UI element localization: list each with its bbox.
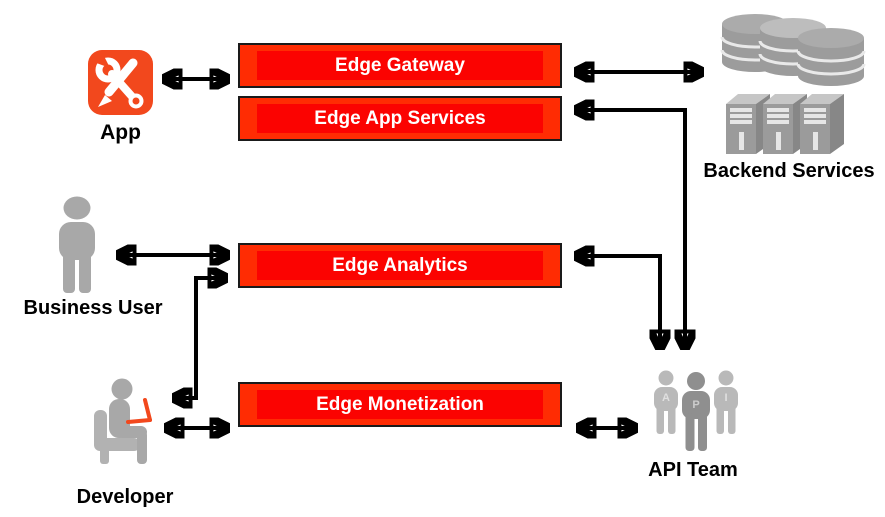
box-edge-monetization-label: Edge Monetization xyxy=(316,393,484,415)
person-figure xyxy=(714,370,738,434)
app-tools-icon xyxy=(88,50,153,115)
app-node xyxy=(88,50,153,115)
connector-developer-analytics xyxy=(174,278,226,398)
box-edge-gateway: Edge Gateway xyxy=(238,43,562,88)
api-letter-a: A xyxy=(662,392,670,404)
api-team-icon: A P I xyxy=(654,370,738,451)
box-edge-app-services: Edge App Services xyxy=(238,96,562,141)
app-label: App xyxy=(100,121,141,144)
developer-icon xyxy=(94,378,152,464)
connector-analytics-apiteam xyxy=(576,256,660,348)
database-cylinders-icon xyxy=(720,14,866,86)
box-edge-analytics-label: Edge Analytics xyxy=(332,254,468,276)
backend-services-icon xyxy=(720,14,866,154)
server-towers-icon xyxy=(726,94,844,154)
business-user-label: Business User xyxy=(23,297,163,319)
box-edge-monetization: Edge Monetization xyxy=(238,382,562,427)
person-figure xyxy=(654,370,678,434)
backend-services-label: Backend Services xyxy=(703,160,875,182)
business-user-icon xyxy=(59,196,95,293)
person-figure xyxy=(682,372,710,451)
laptop-icon xyxy=(126,398,152,424)
backend-services-node xyxy=(710,8,875,161)
api-team-label: API Team xyxy=(648,459,738,481)
developer-label: Developer xyxy=(76,486,174,508)
box-edge-analytics: Edge Analytics xyxy=(238,243,562,288)
box-edge-gateway-label: Edge Gateway xyxy=(335,54,465,76)
connector-appservices-apiteam xyxy=(576,110,685,348)
api-letter-i: I xyxy=(724,392,727,404)
box-edge-app-services-label: Edge App Services xyxy=(314,107,486,129)
api-letter-p: P xyxy=(692,399,699,411)
business-user-node xyxy=(48,196,106,301)
api-team-node: A P I xyxy=(648,368,744,461)
developer-node xyxy=(92,378,160,479)
